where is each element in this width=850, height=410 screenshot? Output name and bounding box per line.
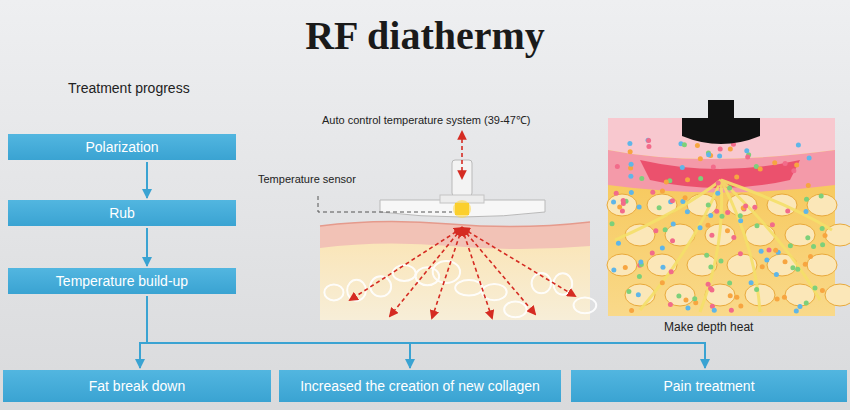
process-box: Increased the creation of new collagen [279, 370, 561, 402]
box-text: Fat break down [89, 378, 186, 394]
leader-line [318, 196, 452, 212]
rf-handpiece [380, 132, 545, 218]
box-text: Rub [109, 205, 135, 221]
depth-heat-picture [607, 100, 850, 316]
section-heading: Treatment progress [68, 80, 190, 96]
process-box: Rub [8, 200, 236, 226]
part-label: Temperature sensor [258, 173, 356, 185]
box-text: Pain treatment [663, 378, 754, 394]
system-caption: Auto control temperature system (39-47℃) [322, 112, 530, 127]
flow-arrow [146, 162, 148, 198]
flow-arrow [147, 296, 410, 368]
picture-caption: Make depth heat [664, 320, 753, 334]
flow-arrow [146, 228, 148, 266]
flow-arrow [147, 296, 705, 368]
title: RF diathermy [0, 12, 850, 59]
box-text: Temperature build-up [56, 273, 188, 289]
process-box: Polarization [8, 134, 236, 160]
process-box: Fat break down [3, 370, 271, 402]
process-box: Temperature build-up [8, 268, 236, 294]
skin-section [320, 221, 596, 320]
process-box: Pain treatment [571, 370, 847, 402]
box-text: Increased the creation of new collagen [300, 378, 540, 394]
box-text: Polarization [85, 139, 158, 155]
heat-arrows [350, 228, 575, 318]
flow-arrow [140, 296, 147, 368]
